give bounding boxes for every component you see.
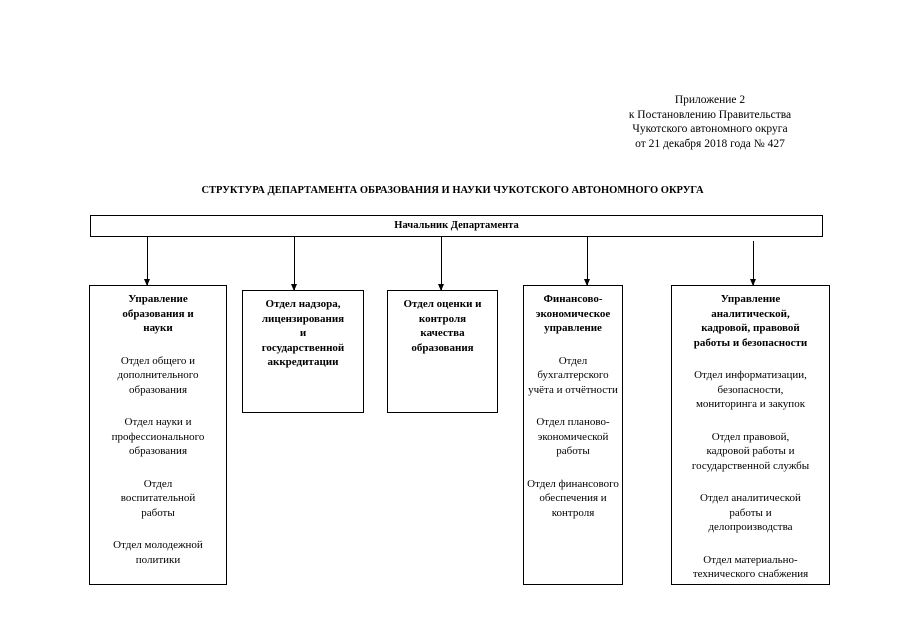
text-line: кадровой, правовой (701, 322, 800, 334)
text-line: образования (128, 445, 188, 457)
department-item: Отдел аналитической работы и делопроизводс… (672, 491, 829, 535)
text-line: политики (135, 553, 181, 566)
appendix-note: Приложение 2 к Постановлению Правительст… (600, 93, 820, 151)
text-line: Управление (128, 293, 188, 305)
arrow-4 (584, 236, 590, 286)
unit-title: Отдел надзора, лицензирования и государстве… (243, 297, 363, 370)
text-line: Отдел финансового (527, 477, 619, 490)
text-line: образования (411, 341, 474, 354)
department-item: Отдел науки и профессионального образовани… (90, 415, 226, 459)
text-line: Отдел надзора, (265, 298, 341, 310)
unit-title: Управление образования и науки (90, 292, 226, 336)
unit-box: Отдел надзора, лицензирования и государстве… (242, 290, 364, 413)
text-line: кадровой работы и (706, 445, 795, 457)
unit-title: Финансово-экономическое управление (524, 292, 622, 336)
text-line: работы и безопасности (693, 336, 808, 349)
text-line: Отдел материально- (703, 553, 798, 566)
unit-title: Управление аналитической, кадровой, правов… (672, 292, 829, 350)
text-line: Отдел аналитической (700, 492, 801, 504)
text-line: работы и (729, 506, 772, 519)
text-line: государственной службы (691, 459, 810, 472)
text-line: качества (420, 327, 465, 339)
text-line: мониторинга и закупок (695, 398, 806, 410)
text-line: аналитической, (711, 307, 790, 320)
text-line: делопроизводства (708, 521, 793, 533)
text-line: бухгалтерского (537, 369, 609, 381)
text-line: образования и (122, 307, 194, 320)
head-of-department-box: Начальник Департамента (90, 215, 823, 237)
department-item: Отдел информатизации, безопасности, монито… (672, 368, 829, 412)
unit-box: Управление аналитической, кадровой, правов… (671, 285, 830, 585)
department-item: Отдел бухгалтерского учёта и отчётности (524, 354, 622, 398)
text-line: науки (143, 322, 173, 334)
text-line: Отдел правовой, (711, 430, 790, 443)
text-line: экономической (537, 430, 609, 443)
text-line: Отдел планово- (536, 416, 610, 428)
text-line: Отдел (143, 477, 173, 490)
diagram-title: СТРУКТУРА ДЕПАРТАМЕНТА ОБРАЗОВАНИЯ И НАУ… (201, 185, 704, 196)
appendix-line: к Постановлению Правительства (628, 108, 792, 121)
arrow-3 (438, 236, 444, 291)
text-line: Отдел молодежной (113, 539, 203, 551)
text-line: дополнительного (117, 369, 199, 381)
department-item: Отдел воспитательной работы (90, 477, 226, 521)
text-line: управление (544, 322, 602, 334)
text-line: обеспечения и (539, 492, 607, 504)
arrow-5 (750, 241, 756, 286)
text-line: Отдел оценки и (403, 298, 482, 310)
text-line: Управление (720, 293, 781, 305)
department-item: Отдел материально-технического снабжения (672, 553, 829, 582)
text-line: воспитательной (120, 492, 196, 504)
appendix-line: Приложение 2 (674, 94, 746, 106)
text-line: контроля (551, 506, 595, 519)
text-line: работы (141, 506, 175, 519)
unit-box: Отдел оценки и контроля качества образовани… (387, 290, 498, 413)
text-line: и (299, 327, 307, 339)
text-line: государственной (261, 341, 345, 354)
text-line: работы (556, 445, 590, 457)
department-item: Отдел молодежной политики (90, 538, 226, 567)
text-line: Отдел общего и (120, 354, 196, 367)
text-line: Отдел (558, 354, 588, 367)
text-line: аккредитации (267, 356, 339, 368)
unit-title: Отдел оценки и контроля качества образовани… (388, 297, 497, 355)
text-line: контроля (418, 312, 467, 325)
arrow-2 (291, 236, 297, 291)
appendix-line: от 21 декабря 2018 года № 427 (635, 137, 785, 150)
text-line: Финансово- (543, 293, 603, 305)
text-line: Отдел науки и (124, 416, 192, 428)
text-line: лицензирования (261, 312, 345, 325)
department-item: Отдел общего и дополнительного образования (90, 354, 226, 398)
department-item: Отдел финансового обеспечения и контроля (524, 477, 622, 521)
text-line: профессионального (111, 430, 205, 443)
text-line: безопасности, (717, 383, 784, 396)
text-line: экономическое (535, 307, 611, 320)
department-item: Отдел правовой, кадровой работы и государс… (672, 430, 829, 474)
arrow-1 (144, 236, 150, 286)
text-line: образования (128, 383, 188, 396)
text-line: Отдел информатизации, (694, 369, 807, 381)
text-line: технического снабжения (692, 568, 809, 580)
text-line: учёта и отчётности (528, 383, 618, 396)
appendix-line: Чукотского автономного округа (632, 123, 788, 135)
department-item: Отдел планово-экономической работы (524, 415, 622, 459)
